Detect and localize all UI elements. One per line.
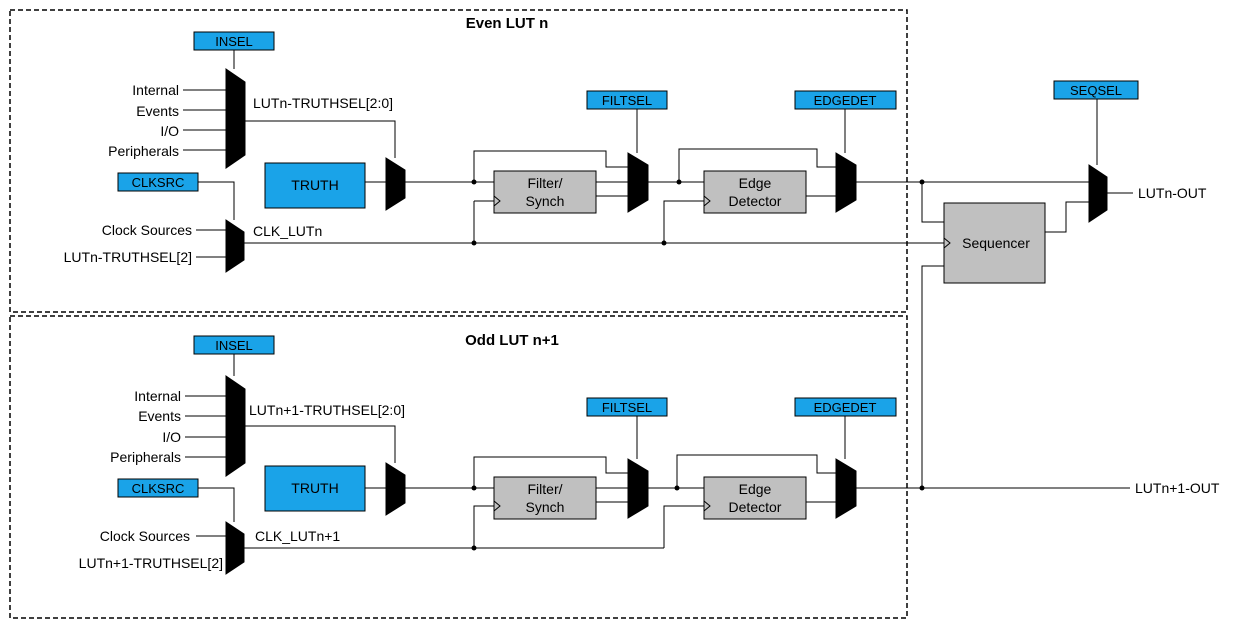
even-clock-sources-label: Clock Sources — [102, 222, 192, 238]
odd-edgedet-label: EDGEDET — [814, 400, 877, 415]
even-input-internal: Internal — [132, 82, 179, 98]
even-edge-label-1: Edge — [739, 175, 772, 191]
even-input-io: I/O — [160, 123, 179, 139]
odd-clock-mux — [225, 521, 245, 575]
odd-clock-sources-label: Clock Sources — [100, 528, 190, 544]
even-edge-detector-block — [703, 170, 807, 214]
even-filter-synch-block — [493, 170, 597, 214]
even-truth-mux — [385, 157, 406, 211]
output-mux — [1088, 164, 1108, 223]
even-insel-register — [193, 31, 275, 51]
odd-lut-title: Odd LUT n+1 — [465, 332, 559, 349]
odd-filter-label-2: Synch — [526, 499, 565, 515]
even-truthsel-bit-label: LUTn-TRUTHSEL[2] — [64, 249, 192, 265]
even-lut-group: Even LUT n INSEL Internal Events I/O Per… — [64, 15, 1089, 273]
odd-input-events: Events — [138, 408, 181, 424]
odd-filter-label-1: Filter/ — [528, 481, 563, 497]
even-filtsel-register — [586, 90, 668, 110]
even-edge-label-2: Detector — [729, 193, 782, 209]
even-edge-mux — [835, 152, 857, 213]
odd-edge-label-1: Edge — [739, 481, 772, 497]
even-clk-label: CLK_LUTn — [253, 223, 322, 239]
odd-lut-group: Odd LUT n+1 INSEL Internal Events I/O Pe… — [79, 332, 1220, 575]
odd-truth-register — [264, 465, 366, 512]
seqsel-register — [1053, 80, 1139, 100]
even-lut-region — [9, 9, 908, 313]
odd-input-mux — [225, 375, 246, 477]
even-filtsel-label: FILTSEL — [602, 93, 652, 108]
even-insel-label: INSEL — [215, 34, 253, 49]
even-clock-mux — [225, 219, 245, 273]
even-filter-label-2: Synch — [526, 193, 565, 209]
odd-clksrc-label: CLKSRC — [132, 481, 185, 496]
even-input-events: Events — [136, 103, 179, 119]
sequencer-label: Sequencer — [962, 235, 1030, 251]
even-truthsel-bus-label: LUTn-TRUTHSEL[2:0] — [253, 95, 393, 111]
odd-edge-label-2: Detector — [729, 499, 782, 515]
odd-insel-register — [193, 335, 275, 355]
even-filter-label-1: Filter/ — [528, 175, 563, 191]
even-truth-register — [264, 162, 366, 209]
odd-filtsel-register — [586, 397, 668, 417]
odd-edge-detector-block — [703, 476, 807, 520]
sequencer-block — [943, 202, 1046, 284]
odd-truthsel-bus-label: LUTn+1-TRUTHSEL[2:0] — [249, 402, 405, 418]
even-clksrc-label: CLKSRC — [132, 175, 185, 190]
odd-filtsel-label: FILTSEL — [602, 400, 652, 415]
even-lut-title: Even LUT n — [466, 15, 549, 32]
odd-clk-label: CLK_LUTn+1 — [255, 528, 340, 544]
odd-input-internal: Internal — [134, 388, 181, 404]
odd-truth-label: TRUTH — [291, 480, 338, 496]
odd-insel-label: INSEL — [215, 338, 253, 353]
odd-input-peripherals: Peripherals — [110, 449, 181, 465]
even-filter-mux — [627, 152, 649, 213]
even-input-peripherals: Peripherals — [108, 143, 179, 159]
odd-lut-region — [9, 315, 908, 619]
even-input-mux — [225, 68, 246, 169]
sequencer-group: Sequencer SEQSEL LUTn-OUT — [921, 80, 1207, 488]
seqsel-label: SEQSEL — [1070, 83, 1122, 98]
odd-truth-mux — [385, 462, 406, 516]
even-truth-label: TRUTH — [291, 177, 338, 193]
odd-filter-mux — [627, 458, 649, 519]
lutn-out-label: LUTn-OUT — [1138, 185, 1207, 201]
odd-input-io: I/O — [162, 429, 181, 445]
odd-filter-synch-block — [493, 476, 597, 520]
lutn1-out-label: LUTn+1-OUT — [1135, 480, 1220, 496]
odd-truthsel-bit-label: LUTn+1-TRUTHSEL[2] — [79, 555, 223, 571]
odd-edge-mux — [835, 458, 857, 519]
even-edgedet-label: EDGEDET — [814, 93, 877, 108]
